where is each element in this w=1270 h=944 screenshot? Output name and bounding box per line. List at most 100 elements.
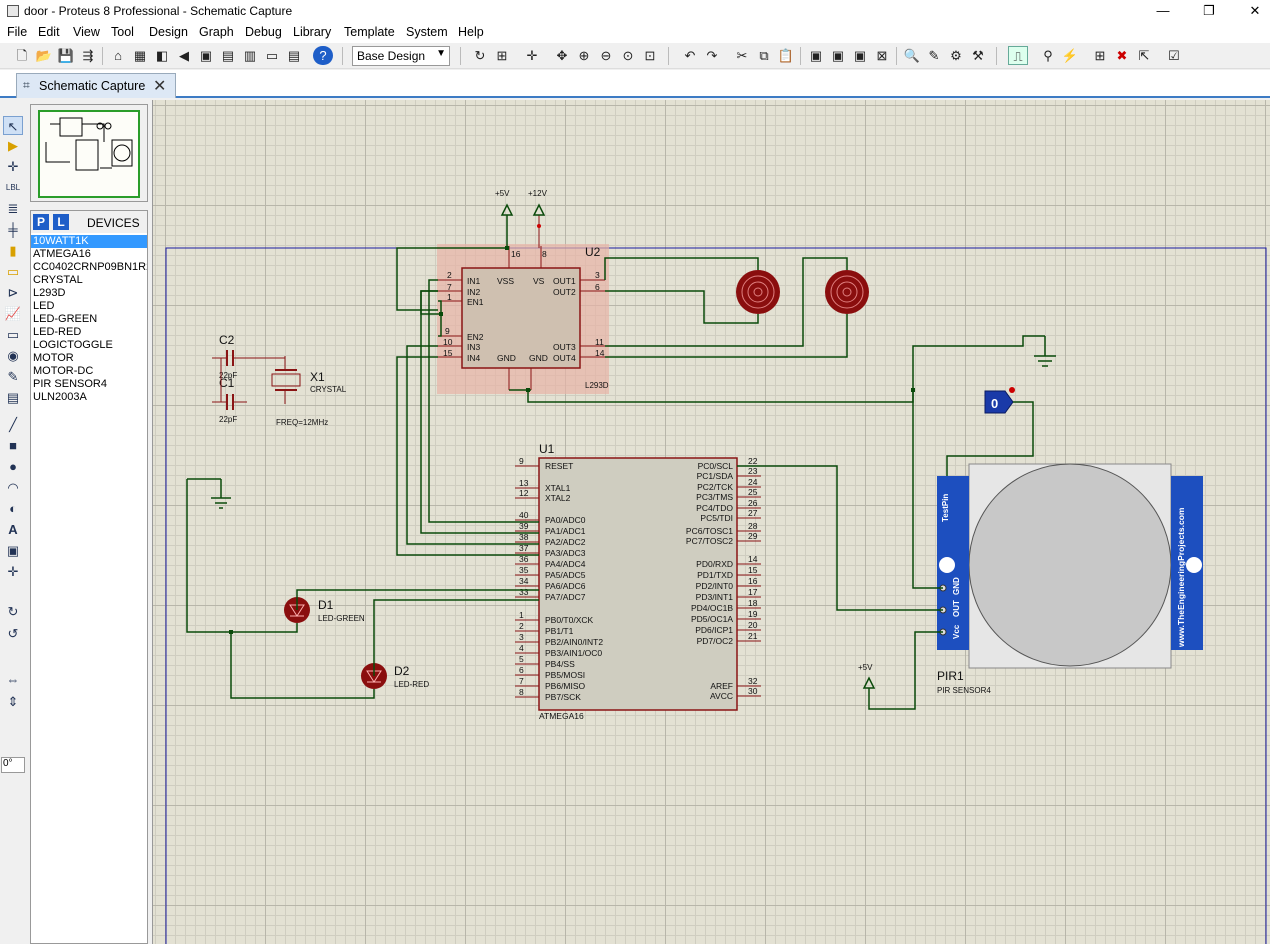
help-icon[interactable]: ? <box>313 46 333 65</box>
make-device-icon[interactable]: ✎ <box>928 48 940 63</box>
pir-sensor[interactable]: TestPin www.TheEngineeringProjects.com G… <box>937 463 1203 695</box>
menu-system[interactable]: System <box>406 25 448 39</box>
selection-mode-icon[interactable]: ↖ <box>3 116 23 135</box>
pick-devices-button[interactable]: P <box>33 214 49 230</box>
decompose-icon[interactable]: ⚒ <box>972 48 984 63</box>
menu-view[interactable]: View <box>73 25 100 39</box>
pick-device-icon[interactable]: 🔍 <box>903 48 921 63</box>
overview-window[interactable] <box>30 104 148 202</box>
tab-close-icon[interactable]: ✕ <box>153 78 167 95</box>
report-icon[interactable]: ▤ <box>287 48 301 63</box>
d1-led-green[interactable]: D1 LED-GREEN <box>284 597 365 623</box>
redo-icon[interactable]: ↷ <box>706 48 718 63</box>
c2-capacitor[interactable]: C2 22pF <box>212 333 247 380</box>
wire-autorouter-icon[interactable]: ⎍ <box>1008 46 1028 65</box>
motor-1[interactable] <box>736 270 780 314</box>
zoom-all-icon[interactable]: ⊙ <box>622 48 634 63</box>
notes-icon[interactable]: ▥ <box>243 48 257 63</box>
device-item[interactable]: LED-GREEN <box>33 313 98 325</box>
new-file-icon[interactable]: 🗋 <box>16 48 28 63</box>
menu-debug[interactable]: Debug <box>245 25 282 39</box>
generator-icon[interactable]: ◉ <box>7 348 19 363</box>
x1-crystal[interactable]: X1 CRYSTAL FREQ=12MHz <box>247 356 347 427</box>
text-icon[interactable]: A <box>8 522 18 537</box>
library-manager-button[interactable]: L <box>53 214 69 230</box>
menu-file[interactable]: File <box>7 25 28 39</box>
symbol-icon[interactable]: ▣ <box>6 543 20 558</box>
circle-icon[interactable]: ● <box>9 459 17 474</box>
bus-icon[interactable]: ╪ <box>8 222 18 237</box>
grid-icon[interactable]: ⊞ <box>496 48 508 63</box>
refresh-icon[interactable]: ↻ <box>474 48 486 63</box>
graph-icon[interactable]: 📈 <box>4 306 22 321</box>
device-item[interactable]: PIR SENSOR4 <box>33 378 107 390</box>
menu-edit[interactable]: Edit <box>38 25 60 39</box>
rotation-angle-field[interactable]: 0° <box>1 757 25 773</box>
origin-icon[interactable]: ✛ <box>526 48 538 63</box>
flip-horizontal-icon[interactable]: ⇔ <box>6 672 20 687</box>
menu-tool[interactable]: Tool <box>111 25 134 39</box>
device-item[interactable]: LOGICTOGGLE <box>33 339 113 351</box>
device-item[interactable]: MOTOR-DC <box>33 365 94 377</box>
bom-icon[interactable]: ▤ <box>221 48 235 63</box>
device-item[interactable]: LED <box>33 300 55 312</box>
device-item[interactable]: CC0402CRNP09BN1R2 <box>33 261 147 273</box>
zoom-out-icon[interactable]: ⊖ <box>600 48 612 63</box>
menu-graph[interactable]: Graph <box>199 25 234 39</box>
device-item[interactable]: L293D <box>33 287 66 299</box>
menu-design[interactable]: Design <box>149 25 188 39</box>
motor-2[interactable] <box>825 270 869 314</box>
marker-icon[interactable]: ✛ <box>7 564 19 579</box>
device-pin-icon[interactable]: ⊳ <box>7 285 19 300</box>
power-5v-bottom[interactable]: +5V <box>858 663 876 689</box>
block-move-icon[interactable]: ▣ <box>831 48 845 63</box>
tab-schematic-capture[interactable]: ⌗ Schematic Capture ✕ <box>16 73 176 98</box>
paste-icon[interactable]: 📋 <box>777 48 795 63</box>
electrical-rule-check-icon[interactable]: ☑ <box>1168 48 1180 63</box>
pcb-icon[interactable]: ◧ <box>155 48 169 63</box>
rotate-anticlockwise-icon[interactable]: ↺ <box>7 626 19 641</box>
virtual-instrument-icon[interactable]: ▤ <box>6 390 20 405</box>
voltage-probe-icon[interactable]: ✎ <box>7 369 19 384</box>
menu-library[interactable]: Library <box>293 25 332 39</box>
close-button[interactable]: ✕ <box>1249 3 1261 18</box>
exit-to-parent-icon[interactable]: ⇱ <box>1138 48 1150 63</box>
minimize-button[interactable]: — <box>1156 3 1170 18</box>
zoom-in-icon[interactable]: ⊕ <box>578 48 590 63</box>
device-item[interactable]: MOTOR <box>33 352 74 364</box>
open-folder-icon[interactable]: 📂 <box>35 48 53 63</box>
device-item[interactable]: CRYSTAL <box>33 274 83 286</box>
overview-preview[interactable] <box>38 110 140 198</box>
import-icon[interactable]: ⇶ <box>82 48 94 63</box>
terminal-icon[interactable]: ▭ <box>6 264 20 279</box>
power-5v-top[interactable]: +5V <box>495 189 514 248</box>
device-item[interactable]: 10WATT1K <box>31 235 147 248</box>
d2-led-red[interactable]: D2 LED-RED <box>361 663 429 689</box>
cut-icon[interactable]: ✂ <box>736 48 748 63</box>
remove-sheet-icon[interactable]: ✖ <box>1116 48 1128 63</box>
menu-template[interactable]: Template <box>344 25 395 39</box>
path-icon[interactable]: ◐ <box>9 501 17 516</box>
save-icon[interactable]: 💾 <box>57 48 75 63</box>
wire-label-icon[interactable]: LBL <box>5 183 21 192</box>
design-variant-select[interactable]: Base Design ▼ <box>352 46 450 66</box>
new-sheet-icon[interactable]: ⊞ <box>1094 48 1106 63</box>
3d-icon[interactable]: ▣ <box>199 48 213 63</box>
tape-recorder-icon[interactable]: ▭ <box>6 327 20 342</box>
search-tag-icon[interactable]: ⚲ <box>1043 48 1053 63</box>
schematic-icon[interactable]: ▦ <box>133 48 147 63</box>
block-copy-icon[interactable]: ▣ <box>809 48 823 63</box>
schematic-canvas[interactable]: U2 L293D 2 7 1 9 10 15 IN1 IN2 EN1 EN2 I… <box>152 100 1270 944</box>
ground-right[interactable] <box>1034 336 1056 367</box>
device-item[interactable]: LED-RED <box>33 326 82 338</box>
maximize-button[interactable]: ❐ <box>1203 3 1215 18</box>
gerber-icon[interactable]: ◀ <box>179 48 189 63</box>
block-rotate-icon[interactable]: ▣ <box>853 48 867 63</box>
logic-toggle[interactable]: 0 <box>984 387 1015 414</box>
undo-icon[interactable]: ↶ <box>684 48 696 63</box>
source-icon[interactable]: ▭ <box>265 48 279 63</box>
junction-icon[interactable]: ✛ <box>7 159 19 174</box>
rotate-clockwise-icon[interactable]: ↻ <box>7 604 19 619</box>
ground-left[interactable] <box>211 479 231 509</box>
